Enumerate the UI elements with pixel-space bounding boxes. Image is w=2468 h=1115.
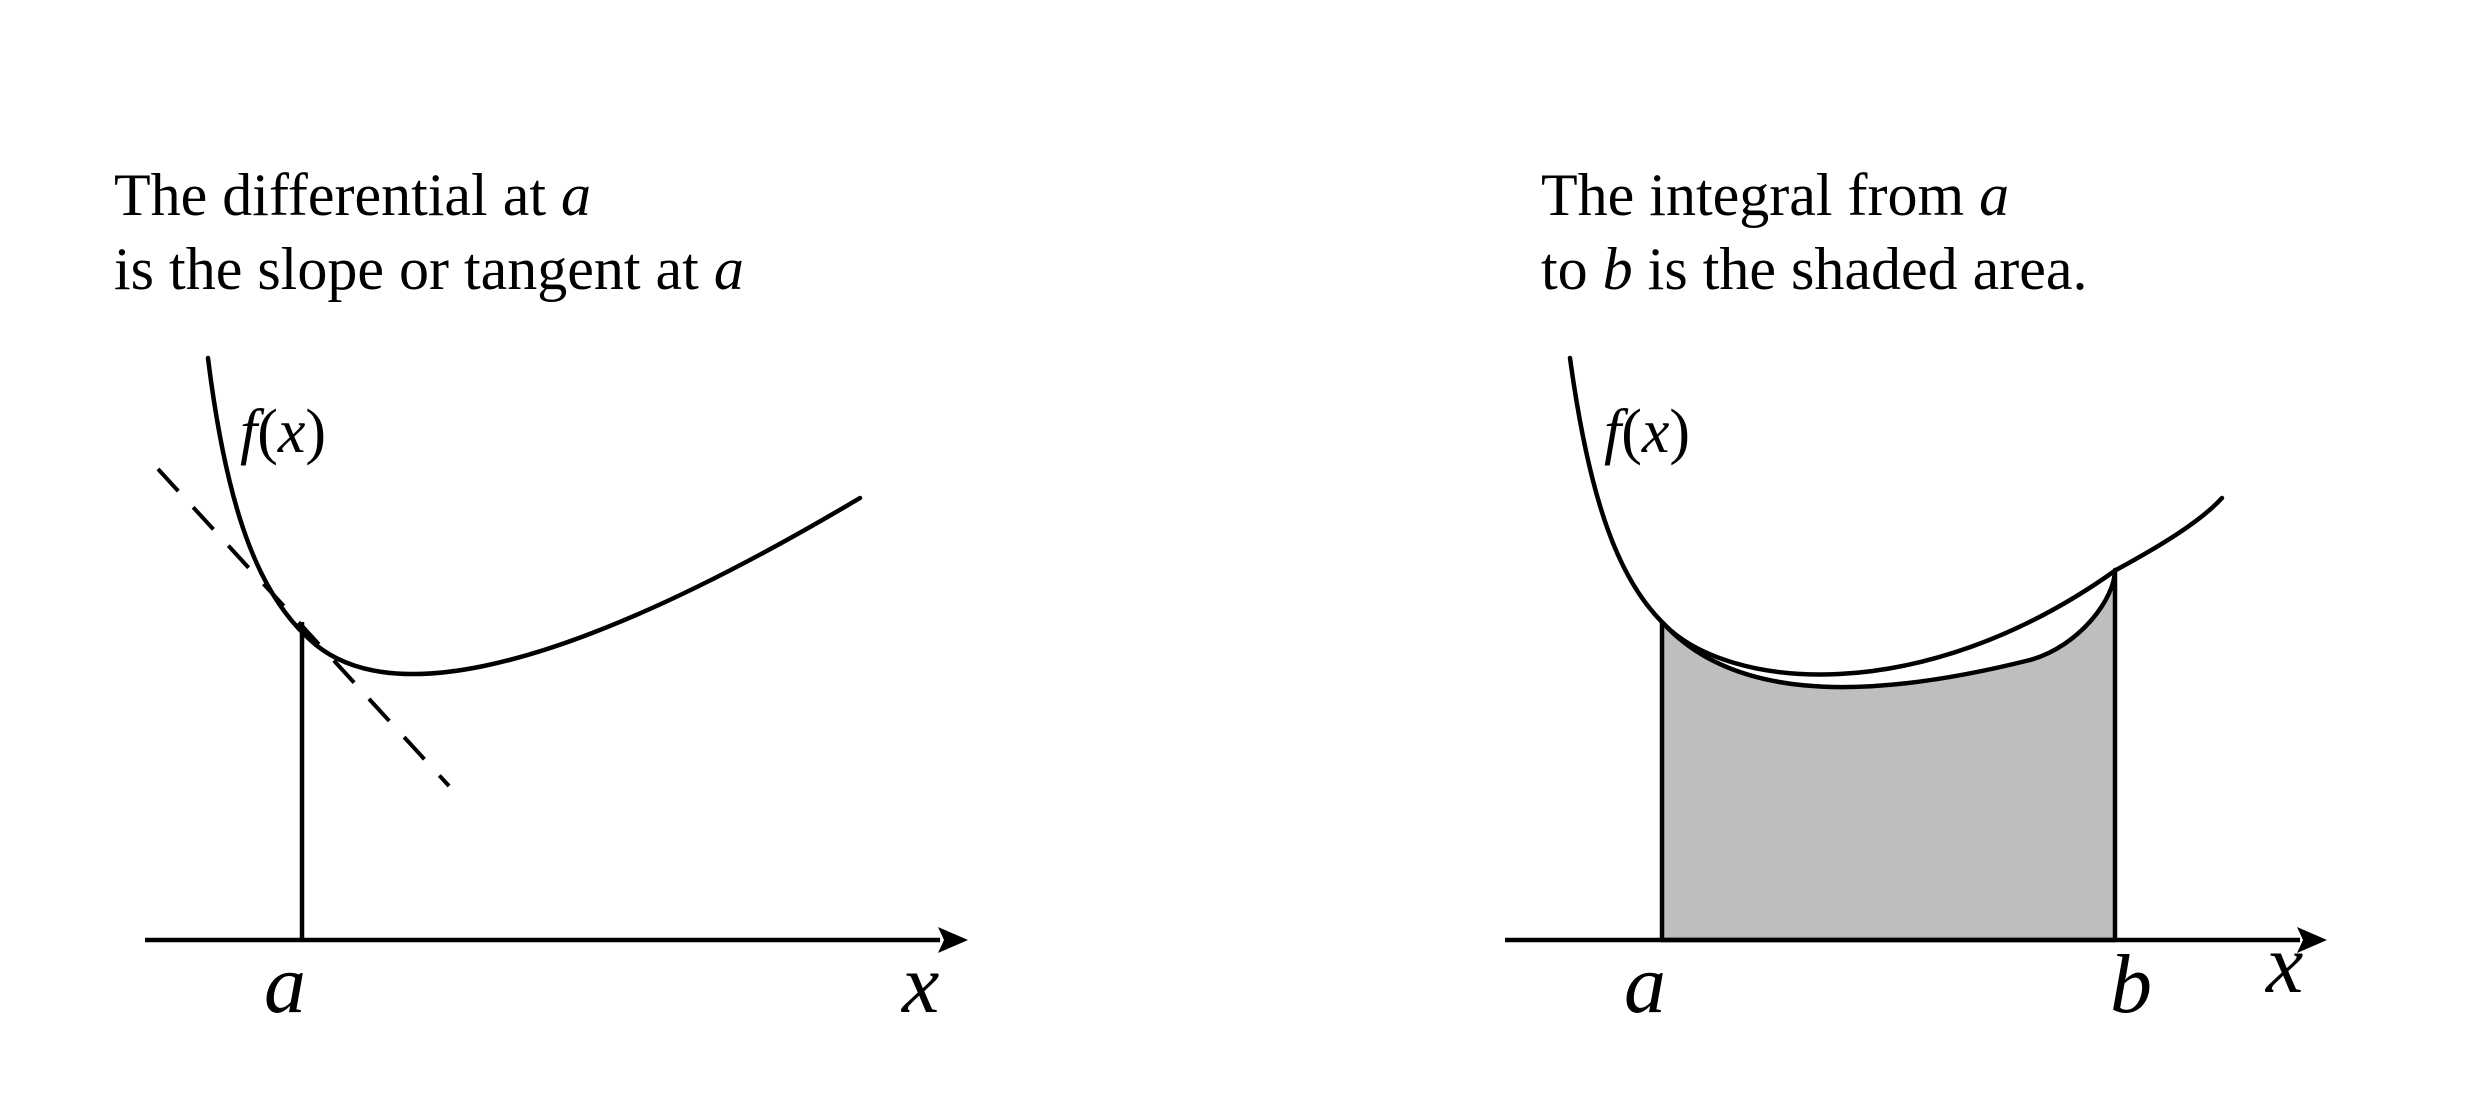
right-caption-line-2-var: b	[1602, 236, 1633, 302]
left-caption-line-1-text: The differential at	[114, 162, 562, 228]
left-caption-line-2: is the slope or tangent at a	[114, 232, 744, 306]
left-caption: The differential at a is the slope or ta…	[114, 158, 744, 306]
right-lower-limit-label: a	[1624, 938, 1666, 1031]
right-x-axis-label: x	[2264, 918, 2303, 1011]
right-caption: The integral from a to b is the shaded a…	[1541, 158, 2087, 306]
right-function-label: f(x)	[1604, 398, 1690, 466]
left-caption-line-1-var: a	[561, 162, 592, 228]
right-caption-line-2: to b is the shaded area.	[1541, 232, 2087, 306]
right-function-curve	[1567, 355, 2225, 677]
left-caption-line-2-text: is the slope or tangent at	[114, 236, 714, 302]
right-diagram: f(x) a b x	[1505, 355, 2327, 1031]
right-caption-line-2-pre: to	[1541, 236, 1603, 302]
left-function-label: f(x)	[240, 398, 326, 466]
shaded-area	[1659, 567, 2118, 943]
left-function-curve	[205, 355, 863, 677]
right-upper-limit-label: b	[2110, 938, 2152, 1031]
right-caption-line-1-var: a	[1979, 162, 2010, 228]
left-x-axis-label: x	[900, 938, 939, 1031]
right-caption-line-1: The integral from a	[1541, 158, 2087, 232]
left-caption-line-1: The differential at a	[114, 158, 744, 232]
left-diagram: f(x) a x	[145, 355, 968, 1031]
left-x-axis-arrowhead	[938, 927, 968, 953]
left-point-a-label: a	[264, 938, 306, 1031]
right-x-axis-arrowhead	[2297, 927, 2327, 953]
right-caption-line-1-text: The integral from	[1541, 162, 1980, 228]
right-caption-line-2-post: is the shaded area.	[1632, 236, 2088, 302]
left-caption-line-2-var: a	[713, 236, 744, 302]
